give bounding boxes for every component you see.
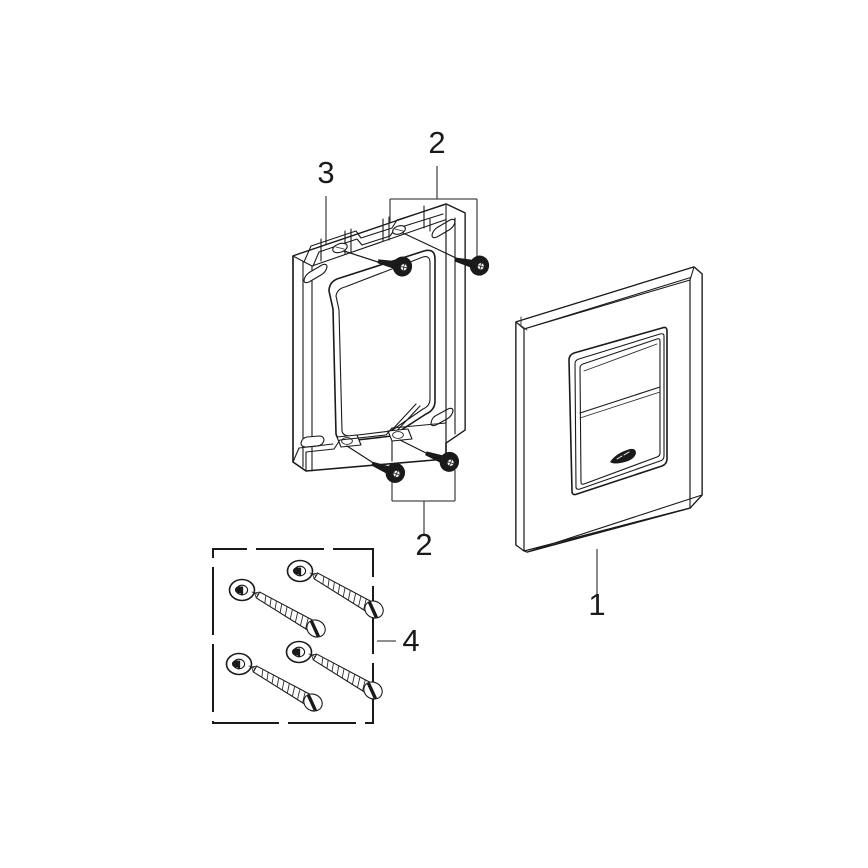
fixing-screw-bottom-left	[346, 445, 408, 486]
part-mounting-frame	[292, 203, 466, 472]
fixing-set-item	[228, 578, 329, 641]
callout-label-2-top: 2	[428, 125, 445, 160]
indicator-mark	[610, 448, 636, 464]
frame-screw-boss-top-right	[392, 225, 406, 235]
frame-slot-hole-bottom-right	[430, 407, 454, 427]
fixing-set-item	[285, 640, 386, 703]
button-split-line	[579, 386, 661, 419]
fixing-set-item	[286, 559, 387, 622]
frame-slot-hole-bottom-left	[300, 435, 325, 448]
frame-screw-boss-top-left	[332, 242, 348, 254]
fixing-set-dashed-box	[212, 548, 374, 724]
frame-screw-boss-bottom-right	[387, 428, 413, 442]
callout-label-2-bottom: 2	[415, 527, 432, 562]
part-fixing-set	[212, 548, 387, 724]
fixing-screw-top-right	[402, 232, 492, 278]
frame-screw-boss-bottom-left	[336, 434, 362, 448]
fixing-screw-top-left	[343, 250, 414, 279]
part-fixing-screws	[343, 232, 492, 486]
callout-label-1: 1	[588, 587, 605, 622]
part-cover-plate	[515, 266, 703, 553]
fixing-set-item	[225, 652, 326, 715]
frame-slot-hole-top-left	[303, 263, 328, 284]
callout-label-4: 4	[402, 623, 419, 658]
fixing-screw-bottom-right	[399, 439, 462, 475]
callout-label-3: 3	[317, 155, 334, 190]
